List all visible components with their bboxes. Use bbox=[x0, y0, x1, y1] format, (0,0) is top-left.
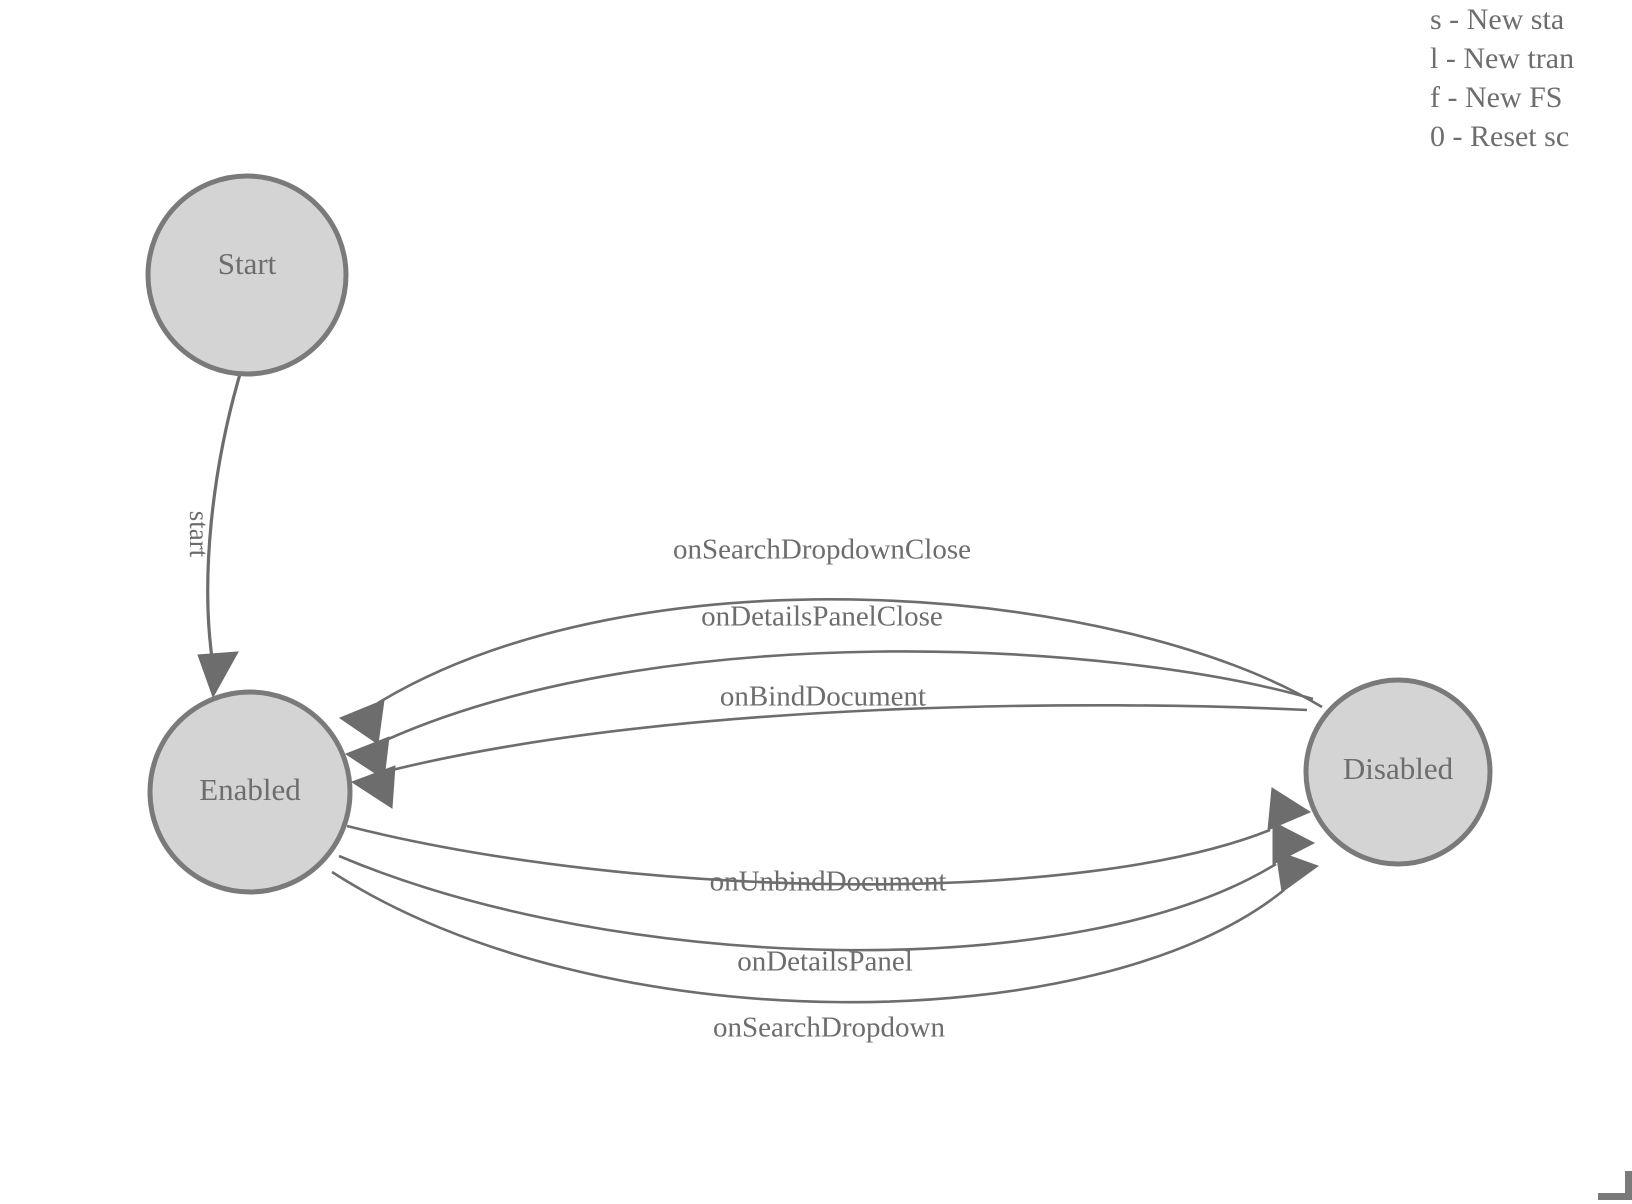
edge-label-onsearchdropdownclose: onSearchDropdownClose bbox=[673, 534, 971, 566]
edge-path bbox=[338, 854, 1277, 952]
edge-onsearchdropdownclose[interactable] bbox=[338, 598, 1323, 745]
edge-path bbox=[391, 703, 1308, 772]
node-label-start: Start bbox=[218, 246, 277, 281]
arrowhead bbox=[197, 651, 239, 699]
edge-label-ondetailspanel: onDetailsPanel bbox=[737, 946, 913, 978]
edge-label-onsearchdropdown: onSearchDropdown bbox=[713, 1012, 945, 1044]
edge-onsearchdropdown[interactable] bbox=[331, 850, 1320, 1004]
node-label-disabled: Disabled bbox=[1343, 751, 1454, 786]
arrowhead bbox=[1275, 850, 1320, 893]
legend-line-new-transition: l - New tran bbox=[1430, 42, 1575, 75]
node-circle[interactable] bbox=[1303, 677, 1493, 867]
edge-label-start: start bbox=[184, 511, 214, 558]
edge-label-onunbinddocument: onUnbindDocument bbox=[710, 866, 947, 898]
edge-onunbinddocument[interactable] bbox=[346, 787, 1312, 886]
node-start[interactable]: Start bbox=[145, 173, 349, 377]
legend-line-new-fsm: f - New FS bbox=[1430, 81, 1563, 114]
edge-label-onbinddocument: onBindDocument bbox=[720, 681, 926, 713]
node-label-enabled: Enabled bbox=[199, 772, 301, 807]
arrowhead bbox=[350, 765, 396, 809]
edge-path bbox=[385, 650, 1314, 742]
arrowhead bbox=[338, 699, 385, 745]
edge-path bbox=[346, 824, 1271, 886]
keyboard-shortcut-legend: s - New sta l - New tran f - New FS 0 - … bbox=[1430, 0, 1632, 156]
edge-start-to-enabled[interactable] bbox=[197, 373, 242, 699]
edge-ondetailspanelclose[interactable] bbox=[344, 650, 1314, 780]
edge-label-ondetailspanelclose: onDetailsPanelClose bbox=[701, 601, 943, 633]
arrowhead bbox=[1267, 787, 1312, 831]
node-enabled[interactable]: Enabled bbox=[147, 689, 353, 895]
legend-line-new-state: s - New sta bbox=[1430, 3, 1565, 36]
legend-line-reset: 0 - Reset sc bbox=[1430, 120, 1570, 153]
edge-path bbox=[206, 373, 242, 666]
node-circle[interactable] bbox=[145, 173, 349, 377]
edge-path bbox=[377, 598, 1323, 709]
resize-corner-bracket[interactable] bbox=[1598, 1171, 1632, 1200]
arrowhead bbox=[344, 736, 390, 780]
node-circle[interactable] bbox=[147, 689, 353, 895]
node-disabled[interactable]: Disabled bbox=[1303, 677, 1493, 867]
edge-path bbox=[331, 870, 1285, 1004]
edge-onbinddocument[interactable] bbox=[350, 703, 1308, 809]
